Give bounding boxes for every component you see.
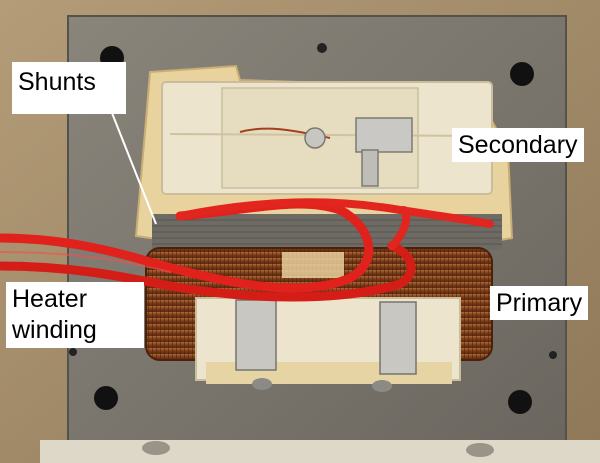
secondary-spade-terminal bbox=[355, 117, 413, 153]
mounting-hole bbox=[94, 386, 118, 410]
primary-spade-terminal-left bbox=[235, 299, 277, 371]
mounting-hole bbox=[510, 62, 534, 86]
shunt-laminations bbox=[152, 219, 502, 245]
bolt-head bbox=[142, 441, 170, 455]
rivet-hole bbox=[69, 348, 77, 356]
heater-winding-label: Heater winding bbox=[6, 282, 144, 348]
secondary-spade-tab bbox=[361, 149, 379, 187]
ruler-strip bbox=[40, 440, 600, 463]
rivet-hole bbox=[549, 351, 557, 359]
primary-tape-patch bbox=[282, 252, 344, 278]
primary-rivet bbox=[252, 378, 272, 390]
heater-winding-wires bbox=[0, 198, 494, 302]
secondary-label: Secondary bbox=[452, 128, 584, 162]
shunts-pointer-line bbox=[109, 107, 157, 225]
rivet-hole bbox=[317, 43, 327, 53]
primary-spade-terminal-right bbox=[379, 301, 417, 375]
shunts-label: Shunts bbox=[12, 62, 126, 114]
primary-rivet bbox=[372, 380, 392, 392]
secondary-terminal-ball bbox=[304, 127, 326, 149]
primary-label: Primary bbox=[490, 286, 589, 320]
mounting-hole bbox=[508, 390, 532, 414]
bolt-head bbox=[466, 443, 494, 457]
secondary-seam bbox=[169, 133, 491, 137]
